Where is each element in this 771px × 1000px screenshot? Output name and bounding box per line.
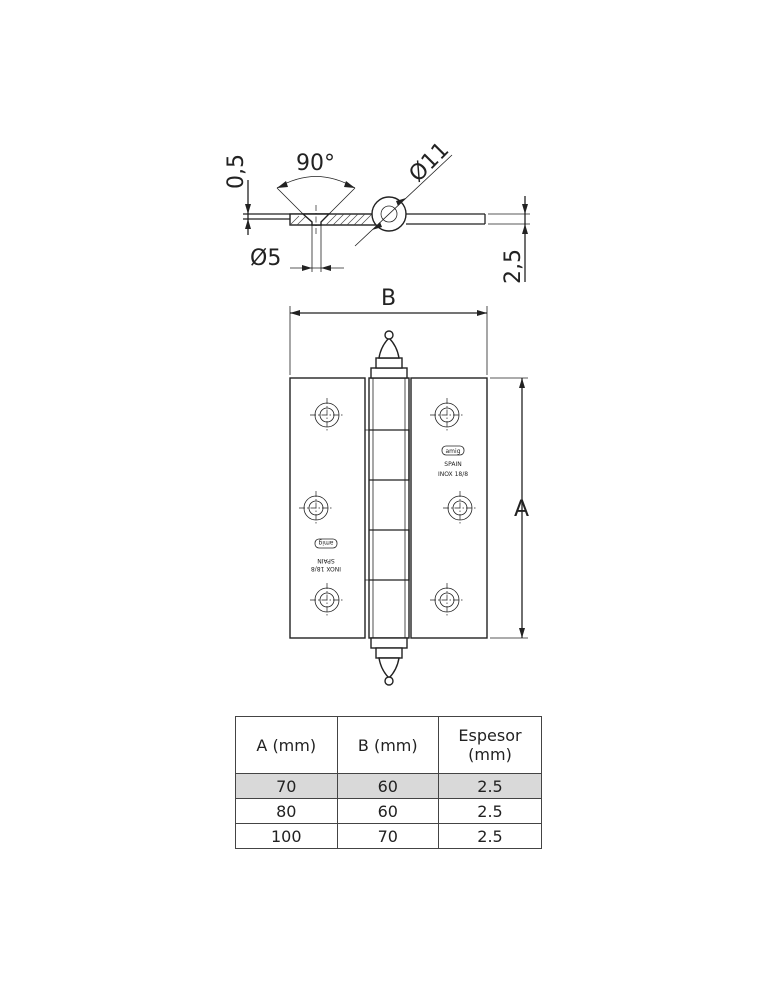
leaf-thickness-label: 2,5 (501, 249, 526, 284)
screw-hole-left-bottom (310, 583, 344, 617)
svg-text:INOX 18/8: INOX 18/8 (438, 471, 468, 478)
height-label: A (514, 497, 529, 522)
table-header-row: A (mm) B (mm) Espesor (mm) (235, 716, 542, 774)
stamp-right-leaf: amig SPAIN INOX 18/8 (438, 445, 468, 478)
width-label: B (381, 286, 396, 311)
screw-holes (299, 398, 477, 617)
hinge-section-view: 0,5 90° Ø11 (224, 138, 530, 284)
angle-label: 90° (296, 151, 335, 176)
brand-logo-mirrored (314, 538, 338, 549)
screw-hole-right-top (430, 398, 464, 432)
thickness-label: 0,5 (224, 154, 249, 189)
header-thickness: Espesor (mm) (438, 716, 542, 774)
svg-text:amig: amig (446, 448, 461, 455)
hinge-front-view: B A (289, 286, 529, 686)
top-finial (370, 330, 408, 379)
dimensions-table: A (mm) B (mm) Espesor (mm) 70 60 2.5 80 … (235, 716, 542, 849)
cell-thickness: 2.5 (438, 798, 542, 824)
cell-thickness: 2.5 (438, 773, 542, 799)
screw-hole-left-middle (299, 491, 333, 525)
table-row: 70 60 2.5 (235, 773, 542, 799)
svg-text:SPAIN: SPAIN (444, 461, 461, 468)
cell-b: 60 (336, 773, 439, 799)
screw-hole-right-bottom (430, 583, 464, 617)
table-row: 80 60 2.5 (235, 798, 542, 824)
cell-thickness: 2.5 (438, 823, 542, 849)
cell-a: 70 (235, 773, 338, 799)
svg-text:INOX 18/8: INOX 18/8 (311, 565, 341, 572)
cell-b: 70 (336, 823, 439, 849)
screw-hole-left-top (310, 398, 344, 432)
brand-logo (441, 445, 465, 456)
header-a: A (mm) (235, 716, 338, 774)
cell-a: 100 (235, 823, 338, 849)
stamp-left-leaf: amig SPAIN INOX 18/8 (311, 538, 341, 572)
header-b: B (mm) (336, 716, 439, 774)
svg-text:SPAIN: SPAIN (317, 557, 334, 564)
pin-diameter-label: Ø11 (405, 138, 455, 188)
table-row: 100 70 2.5 (235, 823, 542, 849)
leaf-hatching (289, 213, 373, 226)
screw-hole-right-middle (443, 491, 477, 525)
bottom-finial (370, 637, 408, 686)
cell-b: 60 (336, 798, 439, 824)
hinge-technical-drawing: 0,5 90° Ø11 (224, 138, 530, 686)
cell-a: 80 (235, 798, 338, 824)
svg-text:amig: amig (318, 539, 333, 546)
screw-hole-label: Ø5 (250, 246, 281, 271)
